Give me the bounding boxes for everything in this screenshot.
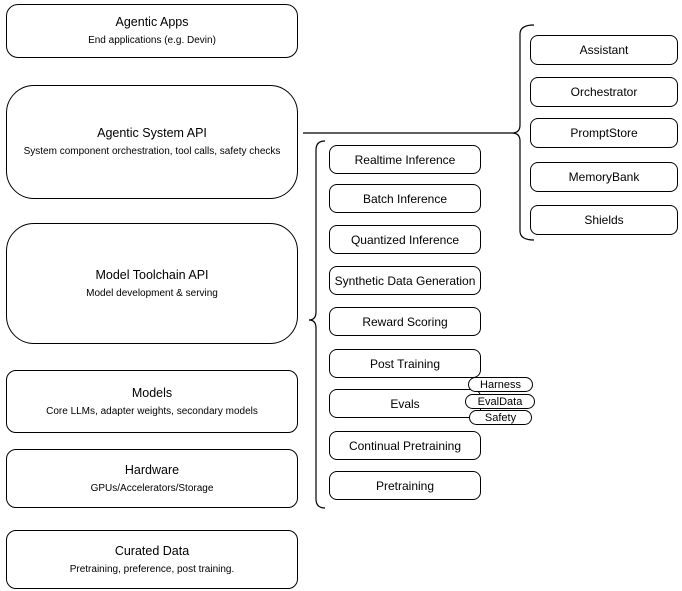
node-assistant: Assistant — [530, 35, 678, 65]
node-subtitle: Model development & serving — [86, 287, 218, 299]
node-title: Agentic Apps — [115, 15, 189, 29]
node-pretraining: Pretraining — [329, 471, 481, 500]
node-subtitle: End applications (e.g. Devin) — [88, 35, 216, 46]
tag-harness: Harness — [468, 377, 533, 392]
node-agentic-system-api: Agentic System API System component orch… — [6, 85, 298, 199]
node-title: Hardware — [124, 462, 180, 477]
node-curated-data: Curated Data Pretraining, preference, po… — [6, 530, 298, 589]
node-subtitle: System component orchestration, tool cal… — [23, 146, 281, 157]
node-subtitle: GPUs/Accelerators/Storage — [90, 482, 214, 494]
node-memorybank: MemoryBank — [530, 162, 678, 192]
tag-safety: Safety — [469, 410, 532, 425]
node-title: Models — [131, 385, 173, 400]
node-orchestrator: Orchestrator — [530, 77, 678, 107]
node-realtime-inference: Realtime Inference — [329, 145, 481, 174]
toolchain-bracket — [308, 140, 326, 509]
node-title: Agentic System API — [97, 126, 207, 140]
node-continual-pretraining: Continual Pretraining — [329, 431, 481, 460]
node-title: Model Toolchain API — [95, 267, 209, 282]
node-evals: Evals — [329, 389, 481, 418]
node-title: Curated Data — [114, 543, 190, 558]
node-batch-inference: Batch Inference — [329, 184, 481, 213]
node-promptstore: PromptStore — [530, 118, 678, 148]
node-shields: Shields — [530, 205, 678, 235]
node-quantized-inference: Quantized Inference — [329, 225, 481, 254]
node-hardware: Hardware GPUs/Accelerators/Storage — [6, 449, 298, 508]
node-reward-scoring: Reward Scoring — [329, 307, 481, 336]
node-subtitle: Core LLMs, adapter weights, secondary mo… — [46, 405, 258, 417]
node-post-training: Post Training — [329, 349, 481, 378]
tag-evaldata: EvalData — [465, 394, 535, 409]
node-agentic-apps: Agentic Apps End applications (e.g. Devi… — [6, 4, 298, 58]
node-models: Models Core LLMs, adapter weights, secon… — [6, 370, 298, 433]
node-model-toolchain-api: Model Toolchain API Model development & … — [6, 223, 298, 344]
node-synthetic-data-generation: Synthetic Data Generation — [329, 266, 481, 295]
node-subtitle: Pretraining, preference, post training. — [69, 563, 235, 575]
